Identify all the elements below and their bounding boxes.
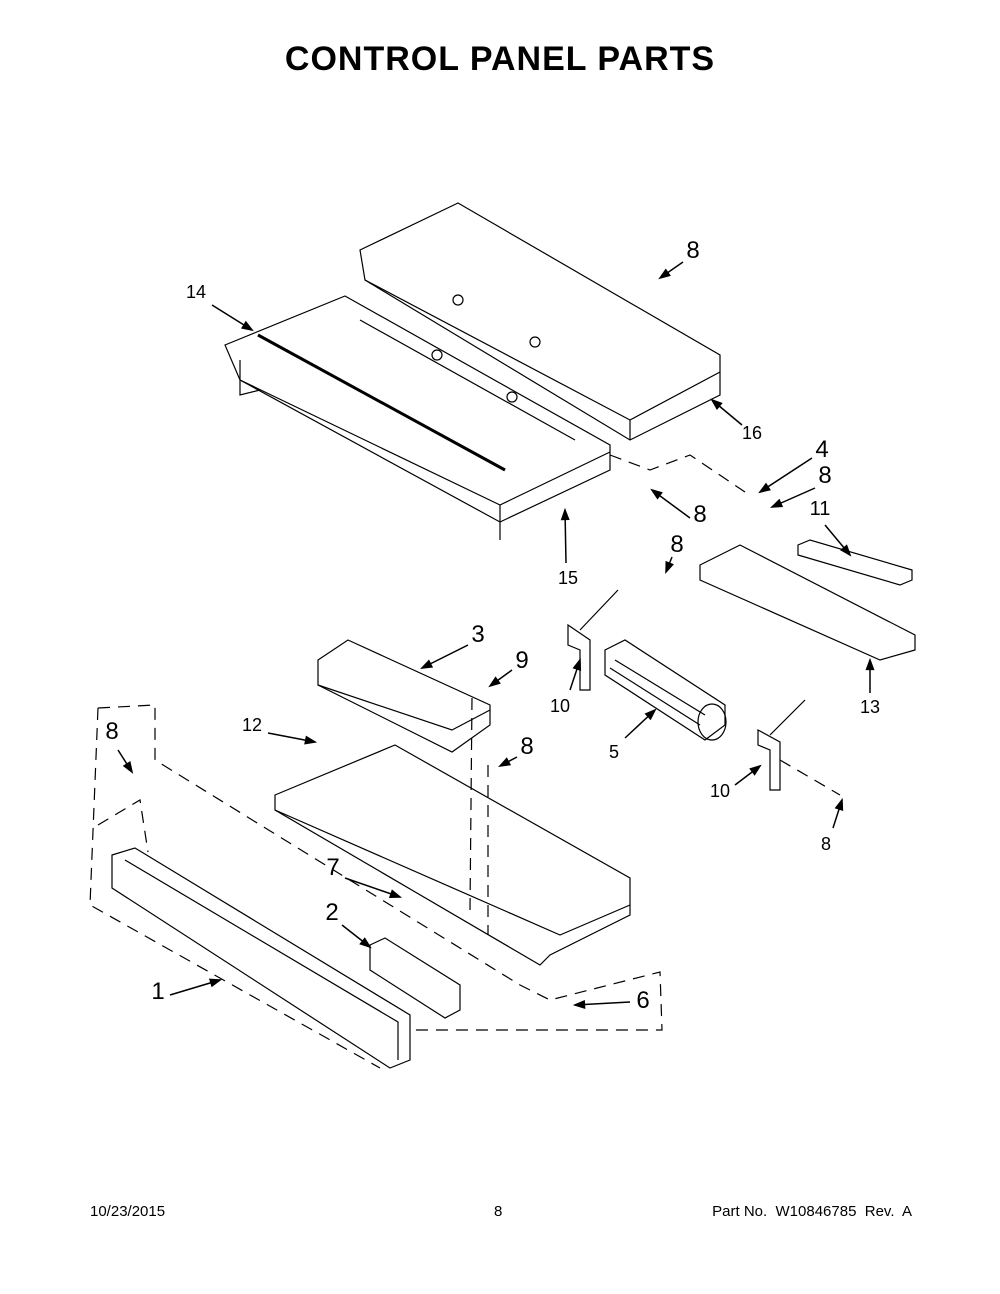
arrowhead-icon	[560, 507, 570, 521]
arrowhead-icon	[749, 764, 762, 776]
callout-label: 2	[325, 899, 338, 926]
arrowhead-icon	[769, 498, 784, 508]
callout-label: 8	[670, 531, 683, 558]
arrowhead-icon	[572, 657, 582, 672]
arrowhead-icon	[488, 676, 501, 688]
arrowhead-icon	[420, 659, 434, 669]
arrowhead-icon	[710, 398, 723, 410]
callout-arrow	[759, 457, 813, 493]
callout-label: 8	[105, 718, 118, 745]
callout-label: 8	[520, 733, 533, 760]
arrowhead-icon	[658, 268, 671, 280]
callout-label: 8	[693, 501, 706, 528]
footer-date: 10/23/2015	[90, 1203, 166, 1220]
arrowhead-icon	[241, 320, 254, 332]
callout-label: 6	[636, 987, 649, 1014]
callout-label: 12	[242, 715, 262, 735]
arrowhead-icon	[359, 937, 372, 949]
callout-label: 10	[550, 696, 570, 716]
callout-label: 8	[818, 462, 831, 489]
arrowhead-icon	[208, 978, 223, 988]
part-15-panel	[224, 295, 611, 540]
callout-label: 7	[326, 854, 339, 881]
part-11-strip	[797, 539, 913, 586]
callout-label: 14	[186, 282, 206, 302]
part-2-display-board	[369, 937, 461, 1019]
callout-label: 13	[860, 697, 880, 717]
callout-label: 5	[609, 742, 619, 762]
arrowhead-icon	[650, 488, 663, 500]
part-14-strip	[257, 333, 506, 472]
callout-label: 15	[558, 568, 578, 588]
part-10-bracket	[567, 623, 591, 691]
part-16-cover	[359, 202, 721, 441]
callout-label: 3	[471, 621, 484, 648]
part-5-blower	[604, 639, 727, 741]
arrowhead-icon	[304, 735, 318, 745]
arrowhead-icon	[644, 708, 657, 721]
callout-label: 9	[515, 647, 528, 674]
arrowhead-icon	[665, 560, 674, 575]
callout-label: 1	[151, 978, 164, 1005]
part-12-plate	[274, 744, 631, 966]
part-1-console	[111, 847, 411, 1069]
footer-part-number: Part No. W10846785 Rev. A	[712, 1203, 912, 1220]
arrowhead-icon	[834, 797, 844, 812]
callout-label: 8	[686, 237, 699, 264]
part-10-bracket	[757, 728, 781, 791]
arrowhead-icon	[840, 544, 852, 557]
callout-label: 4	[815, 436, 828, 463]
page-title: CONTROL PANEL PARTS	[284, 40, 716, 78]
footer-page-number: 8	[494, 1203, 503, 1220]
arrowhead-icon	[758, 482, 771, 494]
arrowhead-icon	[498, 757, 512, 768]
callout-label: 11	[810, 498, 831, 520]
part-13-bracket	[699, 544, 916, 661]
arrowhead-icon	[865, 657, 875, 671]
arrowhead-icon	[122, 761, 134, 774]
arrowhead-icon	[572, 999, 586, 1009]
arrowhead-icon	[388, 889, 403, 898]
callout-label: 10	[710, 781, 730, 801]
callout-label: 16	[742, 423, 762, 443]
part-3-control-board	[317, 639, 491, 753]
callout-label: 8	[821, 834, 831, 854]
